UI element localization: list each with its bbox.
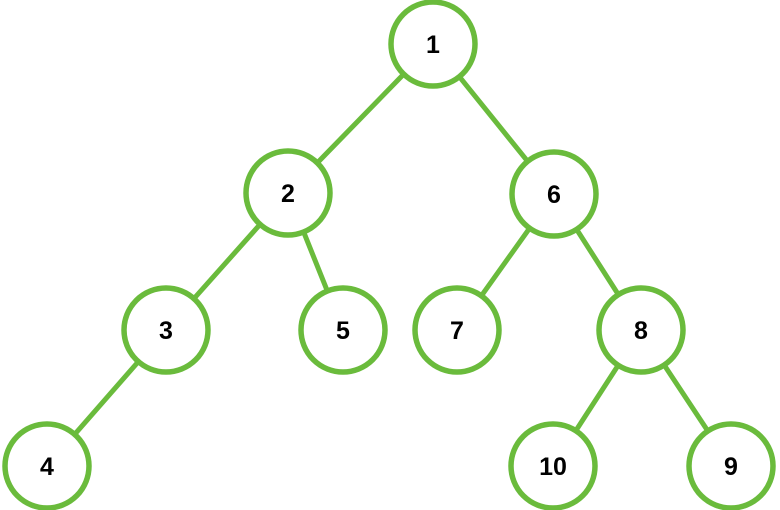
tree-node-2: 2 bbox=[243, 148, 333, 238]
node-label: 7 bbox=[450, 317, 464, 345]
edge-1-6 bbox=[456, 74, 531, 164]
node-label: 2 bbox=[281, 180, 295, 208]
edge-2-5 bbox=[301, 229, 330, 294]
node-circle bbox=[686, 421, 776, 510]
tree-node-3: 3 bbox=[121, 285, 211, 375]
node-label: 5 bbox=[336, 317, 350, 345]
node-circle bbox=[388, 0, 478, 89]
node-circle bbox=[509, 149, 599, 239]
node-circle bbox=[243, 148, 333, 238]
node-label: 3 bbox=[159, 317, 173, 345]
node-circle bbox=[596, 285, 686, 375]
node-circle bbox=[2, 421, 92, 510]
node-label: 1 bbox=[426, 31, 440, 59]
tree-node-4: 4 bbox=[2, 421, 92, 510]
tree-node-10: 10 bbox=[508, 421, 598, 510]
edge-6-8 bbox=[574, 226, 621, 298]
tree-node-1: 1 bbox=[388, 0, 478, 89]
node-circle bbox=[508, 421, 598, 510]
node-label: 6 bbox=[547, 181, 561, 209]
tree-node-9: 9 bbox=[686, 421, 776, 510]
edge-1-2 bbox=[314, 71, 407, 166]
node-circle bbox=[412, 285, 502, 375]
edge-2-3 bbox=[191, 221, 263, 302]
node-label: 4 bbox=[40, 453, 54, 481]
tree-node-5: 5 bbox=[298, 285, 388, 375]
node-label: 10 bbox=[539, 453, 567, 481]
node-label: 8 bbox=[634, 317, 648, 345]
tree-edges bbox=[72, 71, 711, 437]
edge-6-7 bbox=[478, 225, 533, 299]
node-label: 9 bbox=[724, 453, 738, 481]
node-circle bbox=[298, 285, 388, 375]
node-circle bbox=[121, 285, 211, 375]
edge-8-9 bbox=[661, 362, 711, 434]
tree-node-6: 6 bbox=[509, 149, 599, 239]
tree-node-8: 8 bbox=[596, 285, 686, 375]
tree-node-7: 7 bbox=[412, 285, 502, 375]
edge-3-4 bbox=[72, 359, 141, 437]
edge-8-10 bbox=[573, 362, 621, 434]
